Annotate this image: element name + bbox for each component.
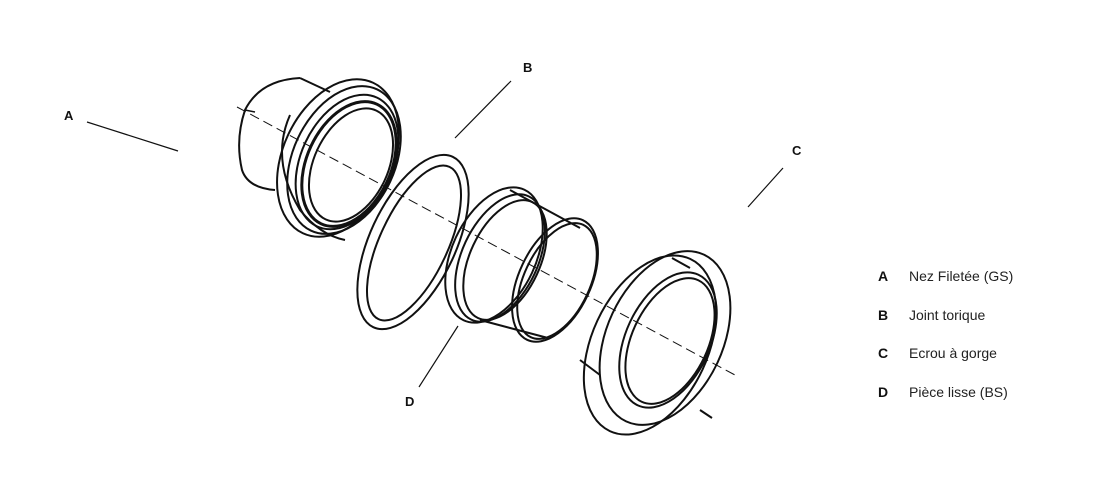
legend-item: D Pièce lisse (BS) [878, 384, 1013, 423]
legend-key: D [878, 384, 889, 401]
leader-line-d [418, 325, 459, 388]
legend-item: B Joint torique [878, 307, 1013, 346]
part-c-grooved-nut [579, 250, 732, 436]
legend-key: A [878, 268, 889, 284]
leader-line-a [86, 121, 179, 152]
callout-label-d: D [405, 394, 415, 409]
center-axis [236, 106, 736, 376]
legend-key: C [878, 345, 889, 362]
legend-label: Nez Filetée (GS) [909, 268, 1014, 284]
legend: A Nez Filetée (GS) B Joint torique C Ecrou … [878, 268, 1013, 423]
legend-label: Pièce lisse (BS) [909, 384, 1008, 401]
part-d-plain-piece [444, 186, 599, 343]
legend-item: C Ecrou à gorge [878, 345, 1013, 384]
callout-label-a: A [64, 108, 74, 123]
legend-item: A Nez Filetée (GS) [878, 268, 1013, 307]
leader-line-b [454, 80, 512, 139]
legend-key: B [878, 306, 889, 323]
part-b-o-ring [356, 153, 470, 331]
legend-label: Ecrou à gorge [909, 345, 997, 362]
leader-line-c [747, 167, 784, 208]
callout-label-c: C [792, 143, 802, 158]
callout-label-b: B [523, 60, 533, 75]
legend-label: Joint torique [909, 306, 986, 323]
part-a-threaded-nose [238, 77, 402, 241]
